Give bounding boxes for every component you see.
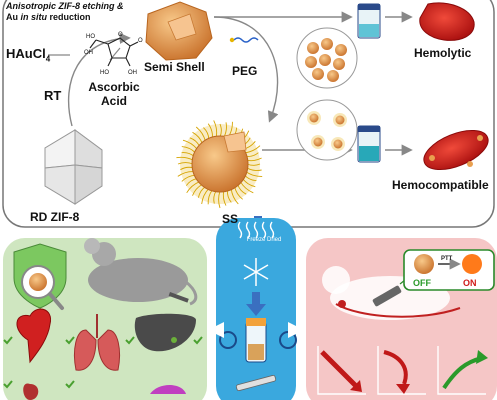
lungs-organ [73, 314, 121, 371]
spleen-organ [150, 385, 186, 394]
vial-icon [245, 318, 267, 363]
off-label: OFF [413, 278, 431, 288]
step-line1-text: Anisotropic ZIF-8 etching & [6, 1, 124, 11]
redisperse-left-icon [219, 331, 237, 349]
heart-organ [16, 308, 52, 364]
atom-label: HO [100, 70, 109, 76]
step-line2-c: reduction [47, 12, 91, 22]
test-tube-hemolytic [357, 3, 381, 39]
peg-label: PEG [232, 64, 258, 78]
trend-up-plot [437, 346, 488, 395]
molecule-atoms: HO OH O O HO OH [84, 32, 143, 76]
blue-down-arrow-head [246, 304, 266, 316]
hemocompatible-label: Hemocompatible [392, 178, 489, 192]
haucl4-sub: 4 [45, 54, 51, 64]
ascorbic-acid-label: Ascorbic Acid [82, 80, 146, 108]
atom-label: OH [128, 70, 137, 76]
peg-chain [233, 37, 259, 43]
atom-label: HO [86, 34, 95, 40]
particle-on-icon [462, 254, 482, 274]
blue-down-arrow-shaft [252, 292, 260, 306]
mouse-silhouette [84, 238, 198, 306]
ptt-label: PTT [441, 256, 453, 262]
particle-off-icon [414, 254, 434, 274]
syringe-icon [235, 374, 277, 392]
checkmark-icons [3, 336, 203, 389]
step-line2-b: in situ [20, 12, 48, 22]
peg-anchor [229, 37, 235, 43]
hemolytic-cell [419, 2, 475, 41]
step-line2-a: Au [6, 12, 21, 22]
rd-zif8-label: RD ZIF-8 [30, 210, 80, 224]
semi-shell-label: Semi Shell [144, 60, 205, 74]
freeze-dry-wavy-icon [237, 221, 275, 239]
trend-down-plot [317, 346, 366, 395]
trend-curve-plot [377, 346, 426, 395]
semishell-to-ss-arrow [213, 16, 279, 123]
liver-organ [134, 313, 196, 352]
ss-label: SS [222, 212, 239, 226]
haucl4-label: HAuCl4 [6, 46, 50, 64]
aggregated-particles [296, 27, 358, 89]
ss-particle [176, 120, 263, 209]
ascorbic-acid-molecule [89, 37, 139, 67]
atom-label: O [118, 32, 123, 38]
on-label: ON [463, 278, 477, 288]
synthesis-step-line1: Anisotropic ZIF-8 etching & [6, 1, 124, 11]
snowflake-icon [243, 258, 269, 286]
freeze-dried-label: Freeze Dried [247, 237, 282, 243]
atom-label: OH [84, 50, 93, 56]
haucl4-main: HAuCl [6, 46, 46, 61]
hemocompatible-cell [423, 129, 489, 171]
ascorbic-line2: Acid [100, 94, 127, 108]
ascorbic-line1: Ascorbic [88, 80, 140, 94]
semi-shell-particle [145, 1, 213, 61]
synthesis-arrow [67, 32, 131, 127]
dispersed-particles [296, 99, 358, 161]
rt-label: RT [44, 88, 62, 103]
arrow-to-pink [288, 322, 304, 338]
atom-label: O [138, 38, 143, 44]
shield-magnifier-icon [13, 243, 67, 310]
synthesis-step-line2: Au in situ reduction [6, 12, 91, 22]
hemolytic-label: Hemolytic [414, 46, 472, 60]
rd-zif8-crystal [44, 129, 103, 205]
kidney-organ [23, 383, 39, 400]
arrow-to-green [208, 322, 224, 338]
test-tube-hemocompatible [357, 125, 381, 163]
